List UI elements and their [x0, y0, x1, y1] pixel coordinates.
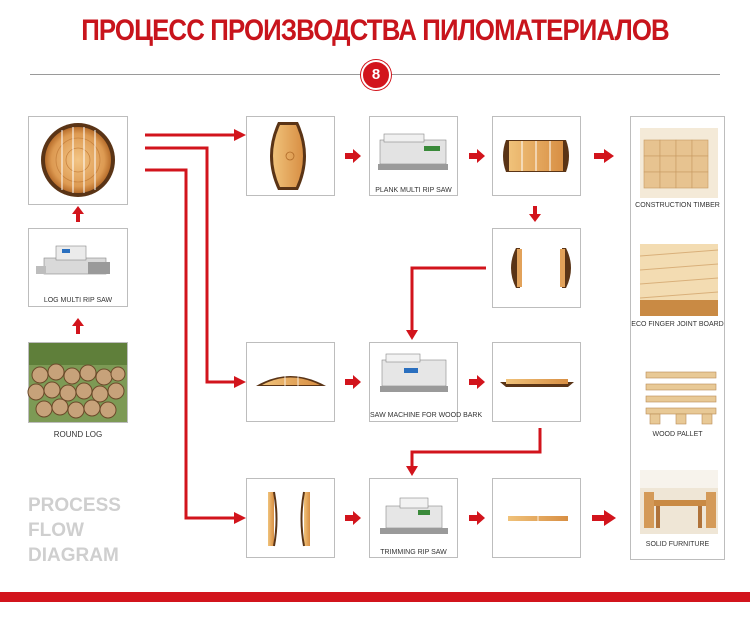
bark-board-icon: [256, 373, 326, 386]
flow-arrow-edge-slabs-to-bark-saw: [410, 266, 486, 330]
log-cross-section-icon: [41, 123, 115, 197]
page-title: ПРОЦЕСС ПРОИЗВОДСТВА ПИЛОМАТЕРИАЛОВ: [81, 14, 669, 47]
arrow-right-7: [469, 511, 485, 525]
arrow-right-5: [469, 375, 485, 389]
slab-icon: [270, 122, 306, 190]
arrow-right-2: [469, 149, 485, 163]
trimmed-board-icon: [508, 516, 568, 521]
log-multi-rip-saw-icon: [36, 245, 110, 275]
edge-slabs-icon: [511, 248, 571, 288]
round-log-label: ROUND LOG: [53, 430, 103, 439]
finger-joint-board-icon: [639, 244, 719, 316]
trimming-rip-saw-icon: [380, 497, 448, 534]
arrow-right-1: [345, 149, 361, 163]
caption-line-1: PROCESS: [28, 495, 121, 516]
caption-line-3: DIAGRAM: [28, 545, 119, 566]
saw-machine-wood-bark-label: SAW MACHINE FOR WOOD BARK: [370, 412, 483, 419]
plank-multi-rip-saw-icon: [378, 133, 448, 170]
arrow-right-3: [594, 149, 614, 163]
flow-arrow-debarked-to-trimming: [410, 428, 542, 466]
side-boards-icon: [268, 491, 310, 547]
ripped-slab-icon: [503, 140, 569, 172]
bottom-accent-bar: [0, 592, 750, 602]
arrow-down-1: [529, 206, 541, 222]
flow-arrow-log-to-bark-board: [145, 146, 234, 384]
construction-timber-label: CONSTRUCTION TIMBER: [635, 202, 720, 209]
step-badge: 8: [361, 60, 391, 90]
arrow-up-2: [72, 318, 84, 334]
construction-timber-icon: [640, 128, 718, 198]
eco-finger-joint-board-label: ECO FINGER JOINT BOARD: [631, 321, 724, 328]
arrow-right-4: [345, 375, 361, 389]
solid-furniture-label: SOLID FURNITURE: [645, 541, 710, 548]
solid-furniture-icon: [640, 470, 718, 534]
arrow-right-8: [592, 510, 616, 526]
arrow-right-6: [345, 511, 361, 525]
debarked-board-icon: [500, 379, 574, 387]
arrow-up-1: [72, 206, 84, 222]
caption-line-2: FLOW: [28, 520, 84, 541]
round-log-pile-icon: [27, 343, 127, 422]
flow-arrow-log-to-side-boards: [145, 168, 234, 520]
plank-multi-rip-saw-label: PLANK MULTI RIP SAW: [375, 187, 452, 194]
side-boards-box: [246, 478, 335, 558]
wood-pallet-label: WOOD PALLET: [652, 431, 703, 438]
process-flow-diagram-caption: PROCESS FLOW DIAGRAM: [28, 493, 121, 568]
saw-machine-wood-bark-icon: [380, 353, 448, 392]
wood-pallet-icon: [645, 371, 717, 425]
log-multi-rip-saw-label: LOG MULTI RIP SAW: [43, 297, 113, 304]
trimming-rip-saw-label: TRIMMING RIP SAW: [380, 549, 447, 556]
